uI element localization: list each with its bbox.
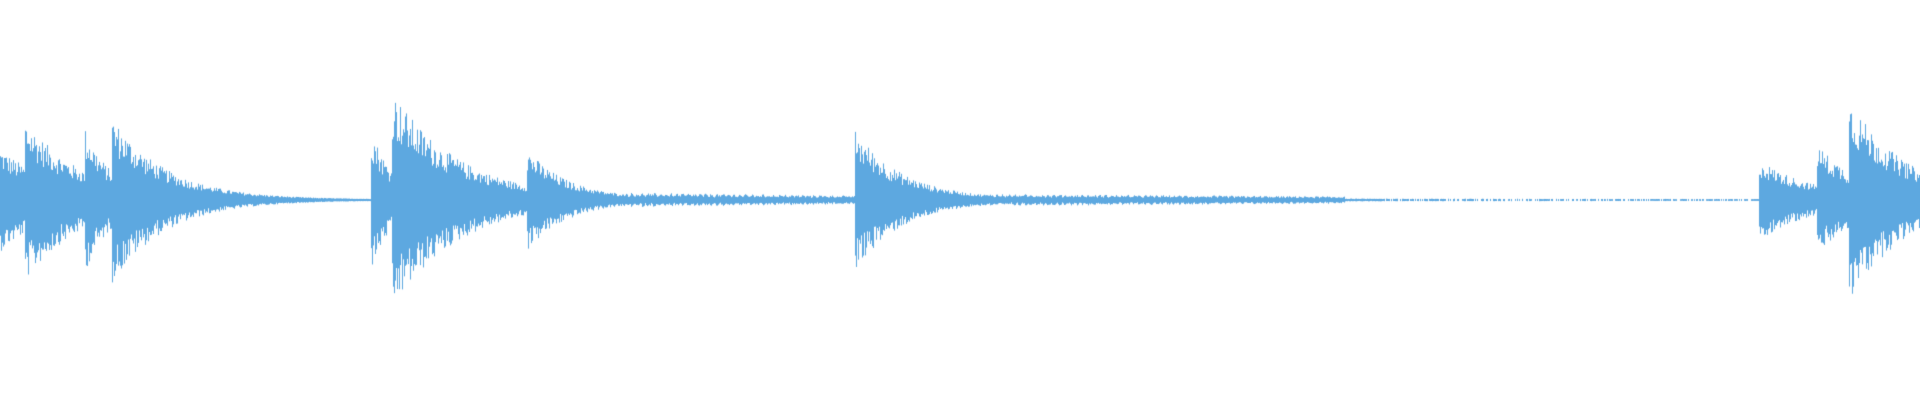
waveform-canvas[interactable]	[0, 0, 1920, 400]
audio-waveform-view[interactable]	[0, 0, 1920, 400]
